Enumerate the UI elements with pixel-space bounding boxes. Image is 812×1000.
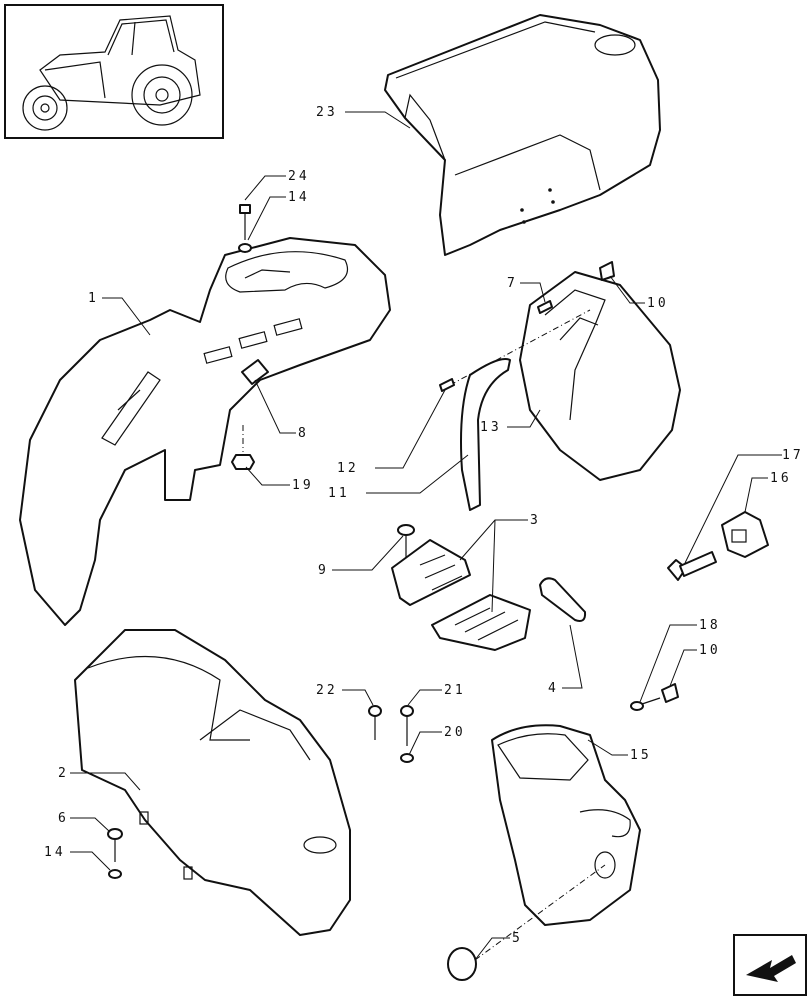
callout-16: 16 xyxy=(770,471,792,486)
part-15-console-base xyxy=(491,724,641,926)
callout-4: 4 xyxy=(548,681,559,696)
callout-5: 5 xyxy=(512,931,523,946)
callout-1: 1 xyxy=(88,291,99,306)
part-13-rear-panel xyxy=(519,271,681,481)
part-14-washer-bottom xyxy=(108,869,122,879)
callout-14-top: 14 xyxy=(288,190,310,205)
part-21-bolt xyxy=(400,705,414,746)
part-5-plug xyxy=(447,947,477,981)
callout-2: 2 xyxy=(58,766,69,781)
part-19-nut xyxy=(231,454,255,470)
part-20-washer xyxy=(400,753,414,763)
leader-lines xyxy=(70,111,782,961)
part-17-bolt xyxy=(667,551,717,581)
part-23-console-cover xyxy=(384,14,661,256)
part-3-step-plate-upper xyxy=(391,539,471,606)
callout-3: 3 xyxy=(530,513,541,528)
callout-8: 8 xyxy=(298,426,309,441)
part-24-bolt xyxy=(239,204,251,240)
callout-10-bottom: 10 xyxy=(699,643,721,658)
callout-22: 22 xyxy=(316,683,338,698)
callout-6: 6 xyxy=(58,811,69,826)
part-18-screw xyxy=(630,697,661,711)
callout-21: 21 xyxy=(444,683,466,698)
callout-23: 23 xyxy=(316,105,338,120)
callout-labels: 23 24 14 1 8 19 7 10 13 12 11 17 16 3 9 … xyxy=(44,105,804,946)
callout-12: 12 xyxy=(337,461,359,476)
part-10-clip-bottom xyxy=(661,683,679,703)
part-22-bolt xyxy=(368,705,382,740)
part-12-screw xyxy=(439,378,455,392)
callout-19: 19 xyxy=(292,478,314,493)
callout-9: 9 xyxy=(318,563,329,578)
callout-24: 24 xyxy=(288,169,310,184)
callout-18: 18 xyxy=(699,618,721,633)
part-4-pad xyxy=(539,577,587,622)
callout-17: 17 xyxy=(782,448,804,463)
callout-13: 13 xyxy=(480,420,502,435)
next-page-arrow-icon[interactable] xyxy=(733,934,807,996)
callout-20: 20 xyxy=(444,725,466,740)
callout-7: 7 xyxy=(507,276,518,291)
part-10-clip-top xyxy=(599,261,615,281)
part-11-bracket xyxy=(460,358,511,511)
part-14-washer-top xyxy=(238,243,252,253)
tractor-thumbnail-icon xyxy=(4,4,224,139)
callout-11: 11 xyxy=(328,486,350,501)
callout-15: 15 xyxy=(630,748,652,763)
callout-10-top: 10 xyxy=(647,296,669,311)
part-3-step-plate-lower xyxy=(431,594,531,651)
part-16-clip xyxy=(721,511,769,558)
part-9-screw xyxy=(397,524,415,558)
part-6-bolt xyxy=(107,828,123,862)
callout-14-bottom: 14 xyxy=(44,845,66,860)
part-2-lower-cover xyxy=(74,629,351,936)
part-1-left-fender xyxy=(19,237,391,626)
part-7-screw xyxy=(537,300,553,314)
